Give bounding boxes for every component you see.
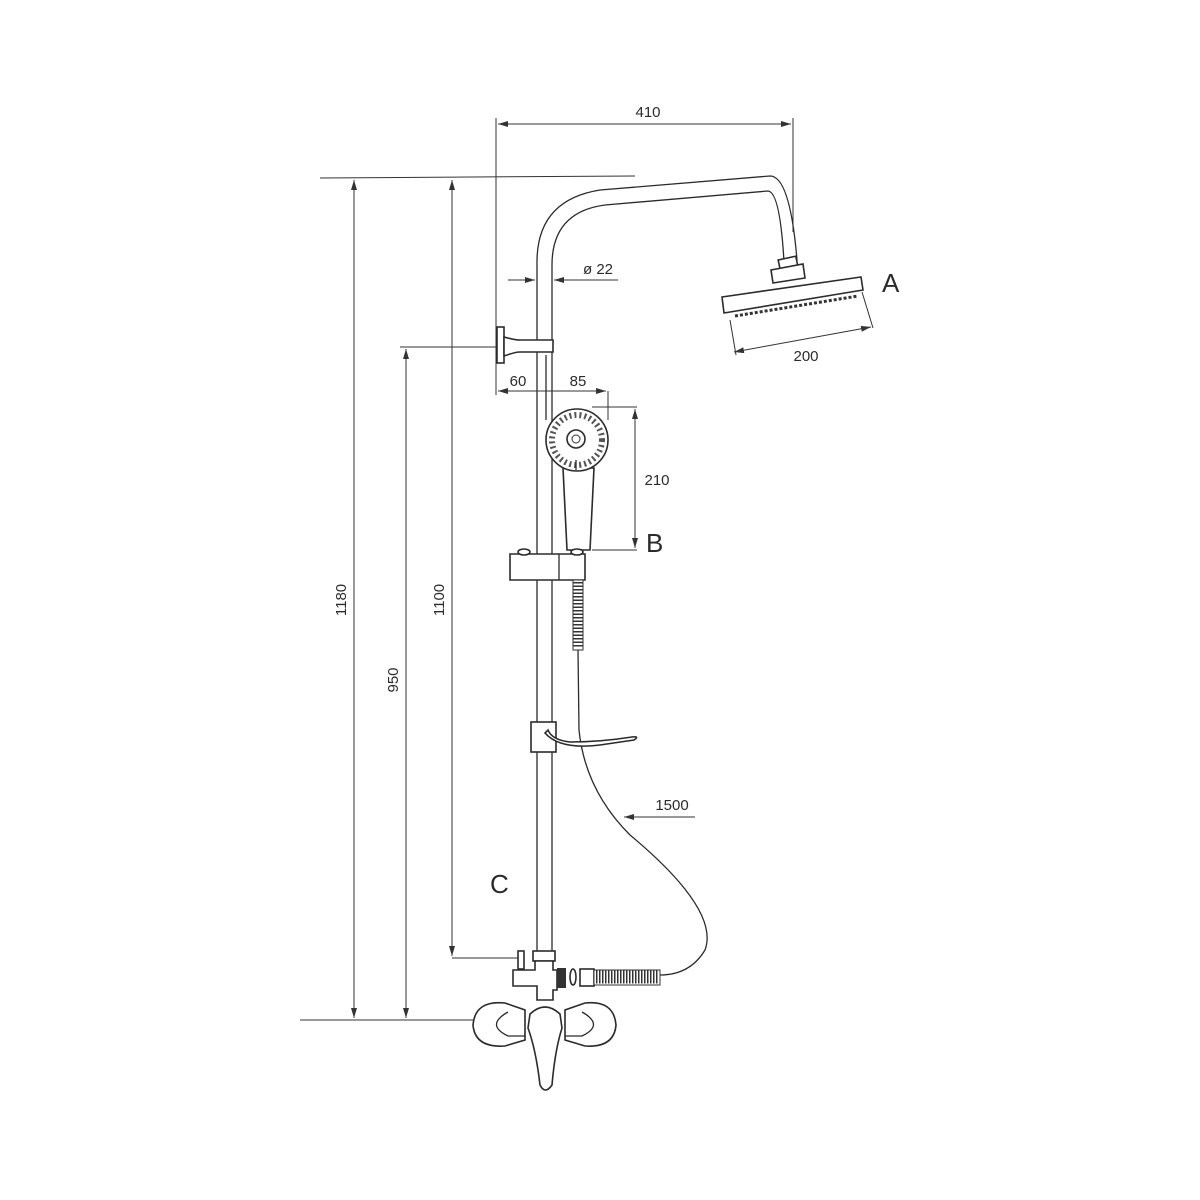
diverter (512, 950, 661, 1001)
slider-holder (509, 548, 586, 581)
dim-label-1180: 1180 (333, 584, 350, 616)
label-a: A (882, 268, 900, 298)
label-b: B (646, 528, 663, 558)
dim-label-diameter: ø 22 (583, 261, 613, 278)
dimension-950: 950 (385, 349, 409, 1018)
overhead-shower-head: 200 (721, 255, 874, 365)
soap-dish (530, 721, 638, 753)
dim-label-85: 85 (570, 373, 587, 390)
dimension-210: 210 (592, 406, 670, 551)
shower-hose (572, 579, 708, 976)
dim-label-210: 210 (644, 472, 669, 489)
dim-label-1500: 1500 (655, 797, 688, 814)
dim-label-60: 60 (510, 373, 527, 390)
dim-label-950: 950 (385, 667, 402, 692)
riser-pipe (536, 175, 798, 958)
dimension-offsets: 60 85 (498, 373, 609, 420)
label-c: C (490, 869, 509, 899)
dimension-diameter: ø 22 (508, 261, 618, 283)
dim-label-200: 200 (793, 348, 818, 365)
dimension-1180: 1180 (333, 180, 357, 1018)
dimension-1500: 1500 (624, 797, 695, 820)
dimension-410: 410 (495, 104, 794, 395)
hand-shower (545, 408, 609, 551)
dim-label-410: 410 (635, 104, 660, 121)
reference-lines (300, 175, 636, 1021)
wall-bracket (496, 326, 554, 364)
dimension-1100: 1100 (431, 180, 455, 956)
dim-label-1100: 1100 (431, 584, 448, 616)
mixer-valve (472, 1001, 617, 1091)
